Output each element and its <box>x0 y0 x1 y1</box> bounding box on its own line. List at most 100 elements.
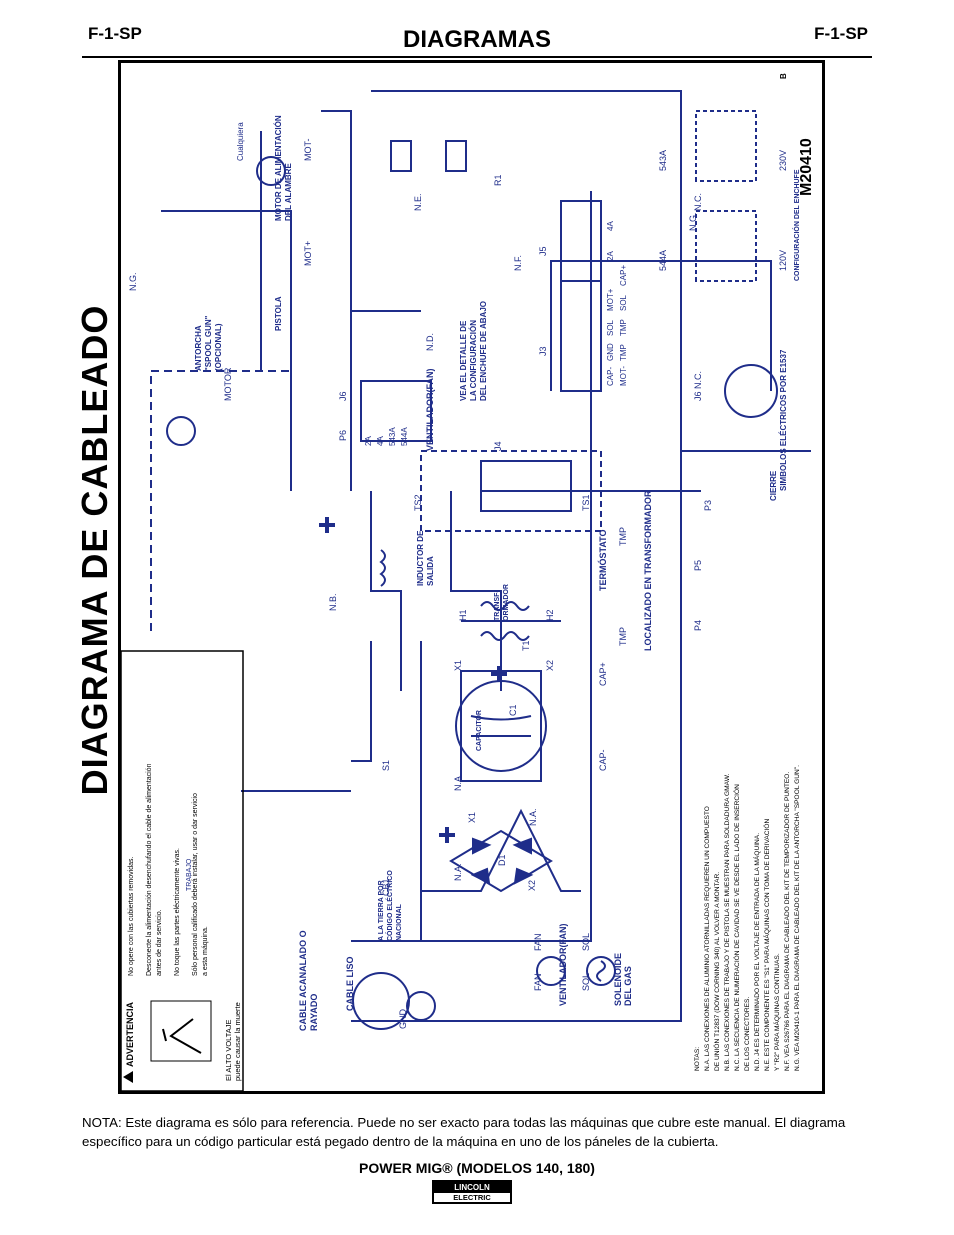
label-ver-detalle-2: LA CONFIGURACIÓN <box>469 320 478 401</box>
power-receptacle <box>352 972 436 1030</box>
lincoln-electric-logo: LINCOLN ELECTRIC <box>432 1180 512 1204</box>
label-fan-right: FAN <box>533 933 543 951</box>
motor-symbols <box>166 140 467 446</box>
label-transformador-1: TRANSF- <box>494 590 501 621</box>
label-ver-detalle-3: DEL ENCHUFE DE ABAJO <box>479 301 488 401</box>
warning-caption-1: El ALTO VOLTAJE <box>224 1019 233 1081</box>
fan-solenoid-symbols <box>536 956 616 986</box>
label-ver-detalle-1: VEA EL DETALLE DE <box>459 320 468 401</box>
label-j4: J4 <box>493 441 503 451</box>
feed-motor-circle <box>256 156 286 186</box>
label-termostato: TERMÓSTATO <box>597 530 608 592</box>
bridge-outline <box>449 829 553 893</box>
label-trabajo: TRABAJO <box>186 858 193 891</box>
label-tmp-1: TMP <box>618 627 628 646</box>
j3-pin-9: CAP+ <box>619 265 628 286</box>
label-mot-plus: MOT+ <box>303 241 313 266</box>
section-title: DIAGRAMAS <box>403 26 551 53</box>
footer-model: POWER MIG® (MODELOS 140, 180) <box>359 1160 595 1176</box>
warning-items: No opere con las cubiertas removidas. De… <box>128 763 209 976</box>
label-fan-left: FAN <box>533 973 543 991</box>
header-rule <box>82 56 872 58</box>
inductor-coil <box>379 549 386 587</box>
j4-box <box>480 460 572 512</box>
electrocution-figure-icon <box>162 1018 202 1054</box>
plus-gun-h <box>325 517 329 533</box>
wire-transformer <box>450 491 502 691</box>
label-ventilador-fan-top: VENTILADOR(FAN) <box>425 369 435 452</box>
warning-item-2: Desconecte la alimentación desenchufando… <box>146 763 153 976</box>
label-p3: P3 <box>703 500 713 511</box>
label-capacitor: CAPACITOR <box>476 710 483 751</box>
note-line-10: N.G. VEA M20410-1 PARA EL DIAGRAMA DE CA… <box>794 765 801 1071</box>
label-nd: N.D. <box>425 333 435 351</box>
j4-230v-plug <box>695 110 757 182</box>
label-simbolos: SIMBOLOS ELÉCTRICOS POR E1537 <box>779 349 788 491</box>
label-cap-minus: CAP- <box>598 749 608 771</box>
j6-wire-1: 2A <box>364 436 373 446</box>
j6-box <box>360 380 432 442</box>
label-tierra-1: A LA TIERRA POR <box>378 880 385 941</box>
fan-circle <box>536 956 566 986</box>
solenoid-circle <box>586 956 616 986</box>
label-j3: J3 <box>538 346 548 356</box>
label-motor-alim-1: MOTOR DE ALIMENTACIÓN <box>274 115 283 221</box>
coil-left <box>480 631 530 641</box>
label-x1-bridge: X1 <box>467 812 477 823</box>
j3-pin-3: SOL <box>606 319 615 336</box>
warning-item-5: Sólo personal calificado deberá instalar… <box>192 793 199 976</box>
logo-top-text: LINCOLN <box>434 1182 510 1193</box>
label-j5: J5 <box>538 246 548 256</box>
label-configuracion: CONFIGURACIÓN DEL ENCHUFE <box>792 169 801 281</box>
j6-wire-3: 543A <box>388 427 397 446</box>
warning-item-4: No toque las partes eléctricamente vivas… <box>174 848 181 976</box>
label-ng-1: N.G. <box>128 272 138 291</box>
j3-pin-5: MOT- <box>619 366 628 386</box>
label-motor-alim-2: DEL ALAMBRE <box>284 163 293 221</box>
note-line-2: DE UNIÓN T12837 (DOW CORNING 340) AL VOL… <box>712 872 721 1071</box>
note-line-6: N.D. J4 ES DETERMINADO POR EL VOLTAJE DE… <box>752 833 761 1071</box>
label-mot-minus: MOT- <box>303 139 313 162</box>
wire-h1 <box>370 491 402 691</box>
j5-box <box>560 200 602 282</box>
j3-box <box>560 280 602 392</box>
label-transformador-2: ORMADOR <box>503 584 510 621</box>
label-cap-plus: CAP+ <box>598 662 608 686</box>
label-cable-liso: CABLE LISO <box>345 956 355 1011</box>
note-line-0: NOTAS: <box>694 1047 701 1071</box>
plus-bridge-h <box>445 827 449 843</box>
note-line-7: N.E. ESTE COMPONENTE ES "S1" PARA MÁQUIN… <box>762 819 771 1071</box>
label-pistola: PISTOLA <box>274 296 283 331</box>
j3-pin-4: MOT+ <box>606 288 615 311</box>
label-r1: R1 <box>493 174 503 186</box>
fan-area-box <box>420 450 602 532</box>
label-cable-acanalado-1: CABLE ACANALADO O <box>298 930 308 1031</box>
warning-caption-2: puede causar la muerte <box>233 1002 242 1081</box>
spool-motor-circle <box>166 416 196 446</box>
label-inductor-2: SALIDA <box>426 556 435 586</box>
j3-pin-8: SOL <box>619 294 628 311</box>
note-line-3: N.B. LAS CONEXIONES DE TRABAJO Y DE PIST… <box>724 773 731 1071</box>
label-d1: D1 <box>497 854 507 866</box>
label-x1-t1: X1 <box>453 660 463 671</box>
j5-pin-1: 2A <box>606 251 615 261</box>
connector-boxes <box>360 110 778 512</box>
page-title: DIAGRAMA DE CABLEADO <box>74 304 115 796</box>
spool-gun-box <box>150 370 291 631</box>
diagram-frame: CABLE ACANALADO O RAYADO CABLE LISO A LA… <box>118 60 825 1094</box>
warning-item-6: a esta máquina. <box>202 926 209 976</box>
label-tierra-3: NACIONAL <box>396 903 403 941</box>
ground-symbol <box>406 991 436 1021</box>
diode-symbol-3 <box>513 867 534 885</box>
label-cable-acanalado-2: RAYADO <box>309 994 319 1031</box>
solenoid-wave <box>596 960 606 982</box>
page-code-right: F-1-SP <box>814 24 868 43</box>
wire-fan-sol <box>421 191 592 942</box>
label-x2-t1: X2 <box>545 660 555 671</box>
label-ts1: TS1 <box>581 494 591 511</box>
warning-triangle-icon <box>123 1071 133 1083</box>
label-antorcha-2: "SPOOL GUN" <box>204 315 213 371</box>
label-j6: J6 <box>338 391 348 401</box>
label-solenoide-1: SOLENOIDE <box>613 953 623 1006</box>
label-wire-543a: 543A <box>658 150 668 171</box>
